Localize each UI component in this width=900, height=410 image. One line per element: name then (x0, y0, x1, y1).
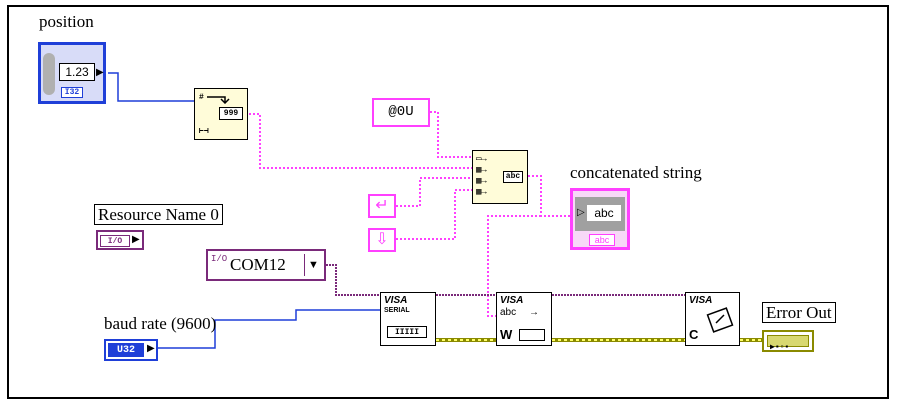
position-label: position (39, 12, 94, 31)
resource-name-control[interactable]: I/O ▶ (96, 230, 144, 250)
visa-write-icon: → (529, 307, 539, 318)
visa-resource-icon: I/O (211, 254, 228, 264)
concatenated-string-indicator[interactable]: ▷ abc abc (570, 188, 630, 250)
concat-badge: abc (503, 171, 523, 183)
concatenate-strings-function[interactable]: ▭→▦→▦→▦→ abc (472, 150, 528, 204)
visa-serial-title: VISA (384, 295, 408, 306)
number-to-string-icon (207, 96, 230, 104)
wire-line-feed (396, 189, 472, 240)
visa-close[interactable]: VISA C (685, 292, 740, 346)
error-out-label: Error Out (762, 302, 836, 323)
width-terminal-icon: ⊢⊣ (199, 127, 209, 136)
wire-constant (430, 111, 472, 158)
wire-visa-resource (326, 264, 380, 296)
number-to-string-function[interactable]: # 999 ⊢⊣ (194, 88, 248, 140)
visa-close-letter: C (689, 327, 699, 342)
wire-concat-out (528, 175, 570, 217)
visa-configure-serial-port[interactable]: VISA SERIAL IIIII (380, 292, 436, 346)
visa-write-sub: abc (500, 307, 517, 318)
visa-serial-sub: SERIAL (384, 307, 410, 314)
block-diagram-canvas[interactable] (7, 5, 889, 399)
error-out-indicator[interactable]: ▶▪▫▪ (762, 330, 814, 352)
wire-carriage-return (396, 177, 472, 207)
baud-rate-label: baud rate (9600) (104, 314, 217, 333)
concatenated-string-label: concatenated string (570, 163, 702, 182)
output-arrow-icon: ▶ (147, 343, 155, 354)
constant-string[interactable]: @0U (372, 98, 430, 127)
wire-number-string (249, 113, 472, 169)
string-indicator-value: abc (587, 205, 621, 221)
error-cluster-icon: ▶▪▫▪ (767, 335, 809, 352)
visa-write[interactable]: VISA abc → W (496, 292, 552, 346)
wire-position (108, 72, 194, 102)
numeric-control-icon (43, 53, 55, 95)
visa-resource-constant[interactable]: I/O COM12 ▼ (206, 249, 326, 281)
wire-concat-to-write (487, 215, 541, 317)
resource-name-label: Resource Name 0 (94, 204, 223, 225)
visa-write-letter: W (500, 327, 513, 342)
position-value: 1.23 (59, 63, 95, 81)
position-control[interactable]: 1.23 ▶ I32 (38, 42, 106, 104)
concatenate-icon: ▭→▦→▦→▦→ (476, 154, 487, 197)
resource-type: I/O (100, 235, 130, 247)
string-indicator-type: abc (589, 234, 615, 246)
position-type: I32 (61, 87, 83, 98)
string-display: ▷ abc (575, 197, 625, 231)
wire-baud-rate (158, 309, 380, 349)
output-arrow-icon: ▶ (96, 67, 104, 78)
output-arrow-icon: ▶ (132, 234, 140, 245)
visa-resource-value: COM12 (230, 255, 286, 274)
format-hash: # (199, 93, 204, 102)
carriage-return-icon[interactable]: ↵ (368, 194, 396, 218)
visa-close-icon (706, 307, 734, 333)
baud-rate-control[interactable]: U32 ▶ (104, 339, 158, 361)
io-box-icon (519, 329, 545, 341)
line-feed-icon[interactable]: ⇩ (368, 228, 396, 252)
input-arrow-icon: ▷ (577, 207, 585, 218)
visa-close-title: VISA (689, 295, 713, 306)
visa-serial-icon: IIIII (387, 326, 427, 338)
visa-write-title: VISA (500, 295, 524, 306)
baud-type: U32 (108, 343, 144, 357)
chevron-down-icon[interactable]: ▼ (304, 254, 322, 276)
format-digits: 999 (219, 107, 243, 120)
